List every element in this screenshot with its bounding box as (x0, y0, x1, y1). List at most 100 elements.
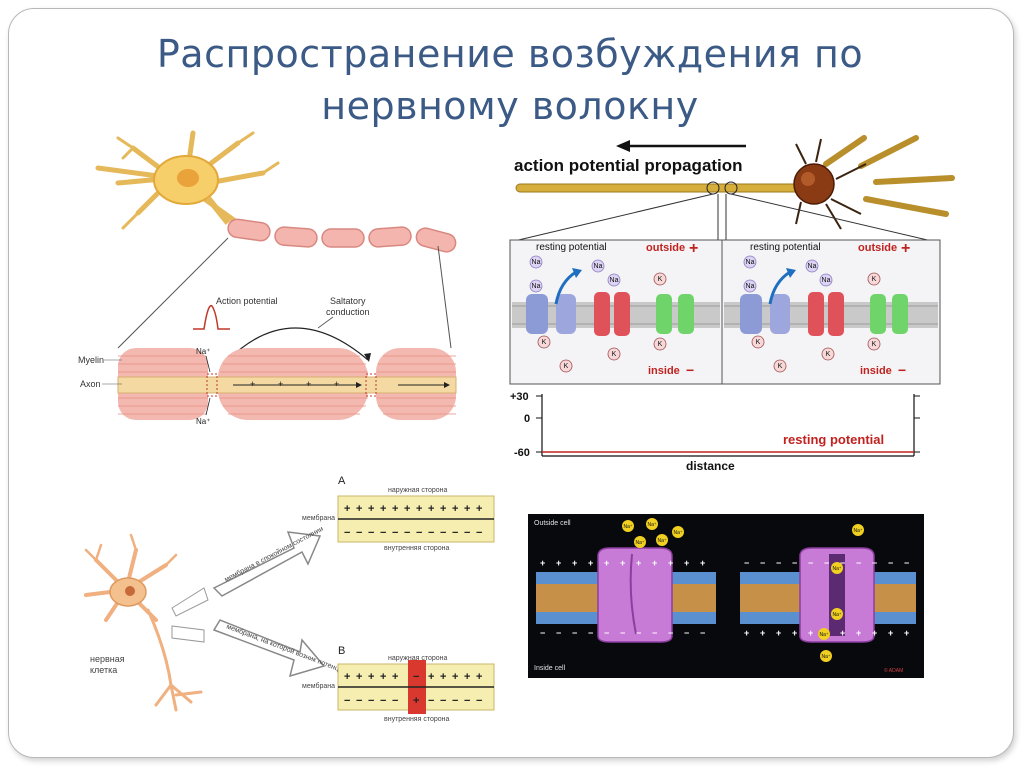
inside-cell-label: Inside cell (534, 665, 566, 672)
na-ion-label: Na⁺ (832, 566, 841, 572)
label-conduction: conduction (326, 307, 370, 317)
na-ion-label: Na⁺ (657, 538, 666, 544)
minus-sign: − (668, 628, 673, 638)
plus-sign: + (392, 503, 398, 515)
plus-sign: + (476, 671, 482, 683)
minus-sign: − (904, 558, 909, 568)
minus-sign: − (380, 695, 386, 707)
saltatory-jump-arc (227, 327, 369, 361)
plus-sign: + (572, 558, 577, 568)
node-of-ranvier-2 (365, 373, 377, 397)
na-ion-label: Na⁺ (623, 524, 632, 530)
ion-k: K (542, 339, 547, 346)
minus-sign: − (824, 558, 829, 568)
inside-label-left: inside (648, 365, 680, 377)
minus-sign: − (464, 527, 470, 539)
plus-sign: + (440, 503, 446, 515)
svg-text:+: + (250, 379, 255, 389)
plus-sign: + (604, 558, 609, 568)
na-ion-label: Na⁺ (832, 612, 841, 618)
y-tick-zero: 0 (524, 413, 530, 425)
na-ion-label: Na⁺ (647, 522, 656, 528)
minus-sign: − (856, 558, 861, 568)
ion-k: K (756, 339, 761, 346)
minus-sign: − (452, 527, 458, 539)
minus-sign: − (872, 558, 877, 568)
label-action-potential: Action potential (216, 296, 278, 306)
minus-sign: − (344, 527, 350, 539)
ion-na: Na (532, 283, 541, 290)
na-channel-closed (597, 547, 673, 643)
ion-na: Na (532, 259, 541, 266)
propagation-figure: action potential propagation resting pot… (496, 134, 960, 476)
title-line-2: нервному волокну (321, 84, 699, 128)
label-na-top: Na⁺ (196, 347, 210, 356)
ion-na: Na (594, 263, 603, 270)
ion-na: Na (808, 263, 817, 270)
plus-sign: + (700, 558, 705, 568)
outside-label-left: outside (646, 242, 685, 254)
minus-sign: − (776, 558, 781, 568)
minus-sign: − (604, 628, 609, 638)
na-ions: Na⁺ Na⁺ Na⁺ Na⁺ Na⁺ Na⁺ Na⁺ Na⁺ Na⁺ Na⁺ (622, 518, 864, 662)
ion-na: Na (746, 283, 755, 290)
svg-text:+: + (306, 379, 311, 389)
y-tick-minus60: -60 (514, 447, 530, 459)
label-cell: клетка (90, 665, 117, 675)
minus-sign: − (700, 628, 705, 638)
minus-sign: − (392, 527, 398, 539)
sodium-channel-figure: Outside cell Inside cell © ADAM ++++++++… (528, 514, 924, 678)
label-nerve: нервная (90, 654, 125, 664)
plus-sign: + (684, 558, 689, 568)
plus-sign: + (380, 671, 386, 683)
plus-sign: + (416, 503, 422, 515)
myelinated-axon (227, 218, 457, 253)
saltatory-conduction-figure: Action potential Saltatory conduction ++… (78, 130, 457, 426)
k-channel-right (870, 294, 886, 334)
outside-plus-right: + (901, 240, 910, 257)
plus-sign: + (540, 558, 545, 568)
plus-sign: + (588, 558, 593, 568)
membrane-right (724, 268, 938, 336)
panel-a-label: A (338, 475, 346, 487)
node-of-ranvier-1 (206, 373, 218, 397)
minus-sign: − (620, 628, 625, 638)
label-na-bottom: Na⁺ (196, 417, 210, 426)
slide-title: Распространение возбуждения по нервному … (80, 28, 940, 132)
plus-sign: + (440, 671, 446, 683)
plus-sign: + (620, 558, 625, 568)
plus-sign: + (356, 671, 362, 683)
plus-sign: + (452, 503, 458, 515)
negative-charges-b: −−−−−−−−−− (344, 695, 482, 707)
ion-k: K (872, 341, 877, 348)
plus-sign: + (368, 671, 374, 683)
minus-sign: − (413, 671, 419, 683)
outer-side-b: наружная сторона (388, 655, 448, 662)
na-k-pump-left (594, 292, 610, 336)
minus-sign: − (808, 558, 813, 568)
panel-b-label: B (338, 645, 345, 657)
ion-na: Na (610, 277, 619, 284)
svg-text:+: + (334, 379, 339, 389)
membrane-label-b: мембрана (302, 682, 335, 690)
k-channel-left (656, 294, 672, 334)
ions: Na Na Na Na Na Na Na Na K K K K K K K K … (529, 255, 881, 373)
resting-label-left: resting potential (536, 242, 607, 253)
minus-sign: − (476, 695, 482, 707)
minus-sign: − (636, 628, 641, 638)
plus-sign: + (744, 628, 749, 638)
plus-sign: + (904, 628, 909, 638)
plus-sign: + (636, 558, 641, 568)
plus-sign: + (760, 628, 765, 638)
minus-sign: − (652, 628, 657, 638)
inner-side-a: внутренняя сторона (384, 545, 450, 552)
minus-sign: − (540, 628, 545, 638)
na-channel-left (526, 294, 548, 334)
na-ion-label: Na⁺ (853, 528, 862, 534)
minus-sign: − (840, 558, 845, 568)
plus-sign: + (652, 558, 657, 568)
membrane-states-figure: нервная клетка мембрана в спокойном сост… (84, 475, 495, 723)
inner-side-b: внутренняя сторона (384, 716, 450, 723)
plus-sign: + (776, 628, 781, 638)
ion-k: K (658, 276, 663, 283)
